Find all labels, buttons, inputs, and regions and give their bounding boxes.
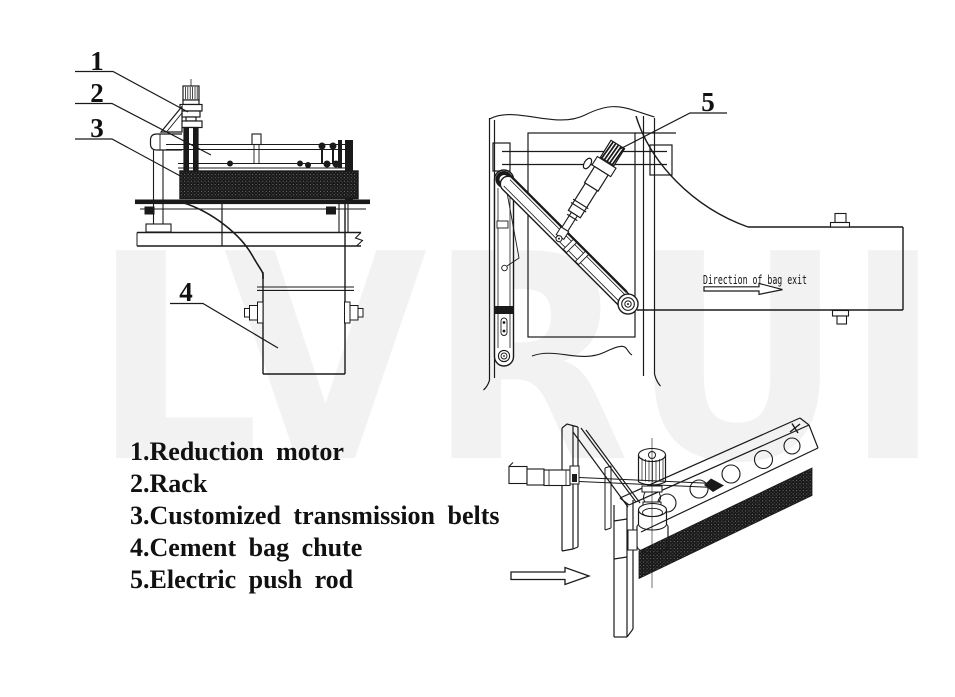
legend-item-3: 3.Customized transmission belts [130, 501, 500, 530]
part-label-5: 5 [701, 87, 715, 117]
perspective-motor [627, 438, 669, 588]
mount-bar [492, 142, 673, 176]
back-post [561, 423, 579, 552]
belt-strip [638, 467, 813, 580]
legend-item-5: 5.Electric push rod [130, 565, 354, 594]
electric-push-rod [555, 139, 626, 243]
top-view [483, 106, 904, 391]
legend-item-1: 1.Reduction motor [130, 437, 344, 466]
exit-channel [635, 115, 904, 325]
table-surface [136, 231, 364, 247]
part-label-2: 2 [90, 78, 104, 108]
direction-of-bag-exit-label: Direction of bag exit [703, 273, 807, 287]
transmission-belt-band [179, 170, 359, 200]
cement-bag-chute [183, 202, 364, 375]
side-view [75, 70, 370, 375]
support-legs [144, 150, 349, 233]
part-label-4: 4 [179, 277, 193, 307]
legend: 1.Reduction motor 2.Rack 3.Customized tr… [130, 437, 500, 594]
legend-item-4: 4.Cement bag chute [130, 533, 362, 562]
channel-brackets [829, 212, 851, 325]
part-label-1: 1 [90, 46, 104, 76]
bag-exit-arrow-icon [703, 282, 783, 296]
front-post [613, 500, 634, 638]
rack-bracket [149, 104, 183, 151]
rail-bolts [227, 140, 353, 200]
legend-item-2: 2.Rack [130, 469, 208, 498]
chute-side-bolts [244, 301, 364, 324]
perspective-view [508, 417, 819, 638]
leader-lines [75, 70, 279, 349]
drive-shaft [508, 462, 724, 492]
corner-beam [572, 427, 641, 508]
feed-direction-arrow-icon [510, 566, 591, 586]
push-rod-motor [599, 139, 626, 167]
reduction-motor [179, 85, 203, 129]
diagonal-arm [499, 175, 639, 315]
leader-line-5 [619, 112, 727, 150]
part-label-3: 3 [90, 113, 104, 143]
